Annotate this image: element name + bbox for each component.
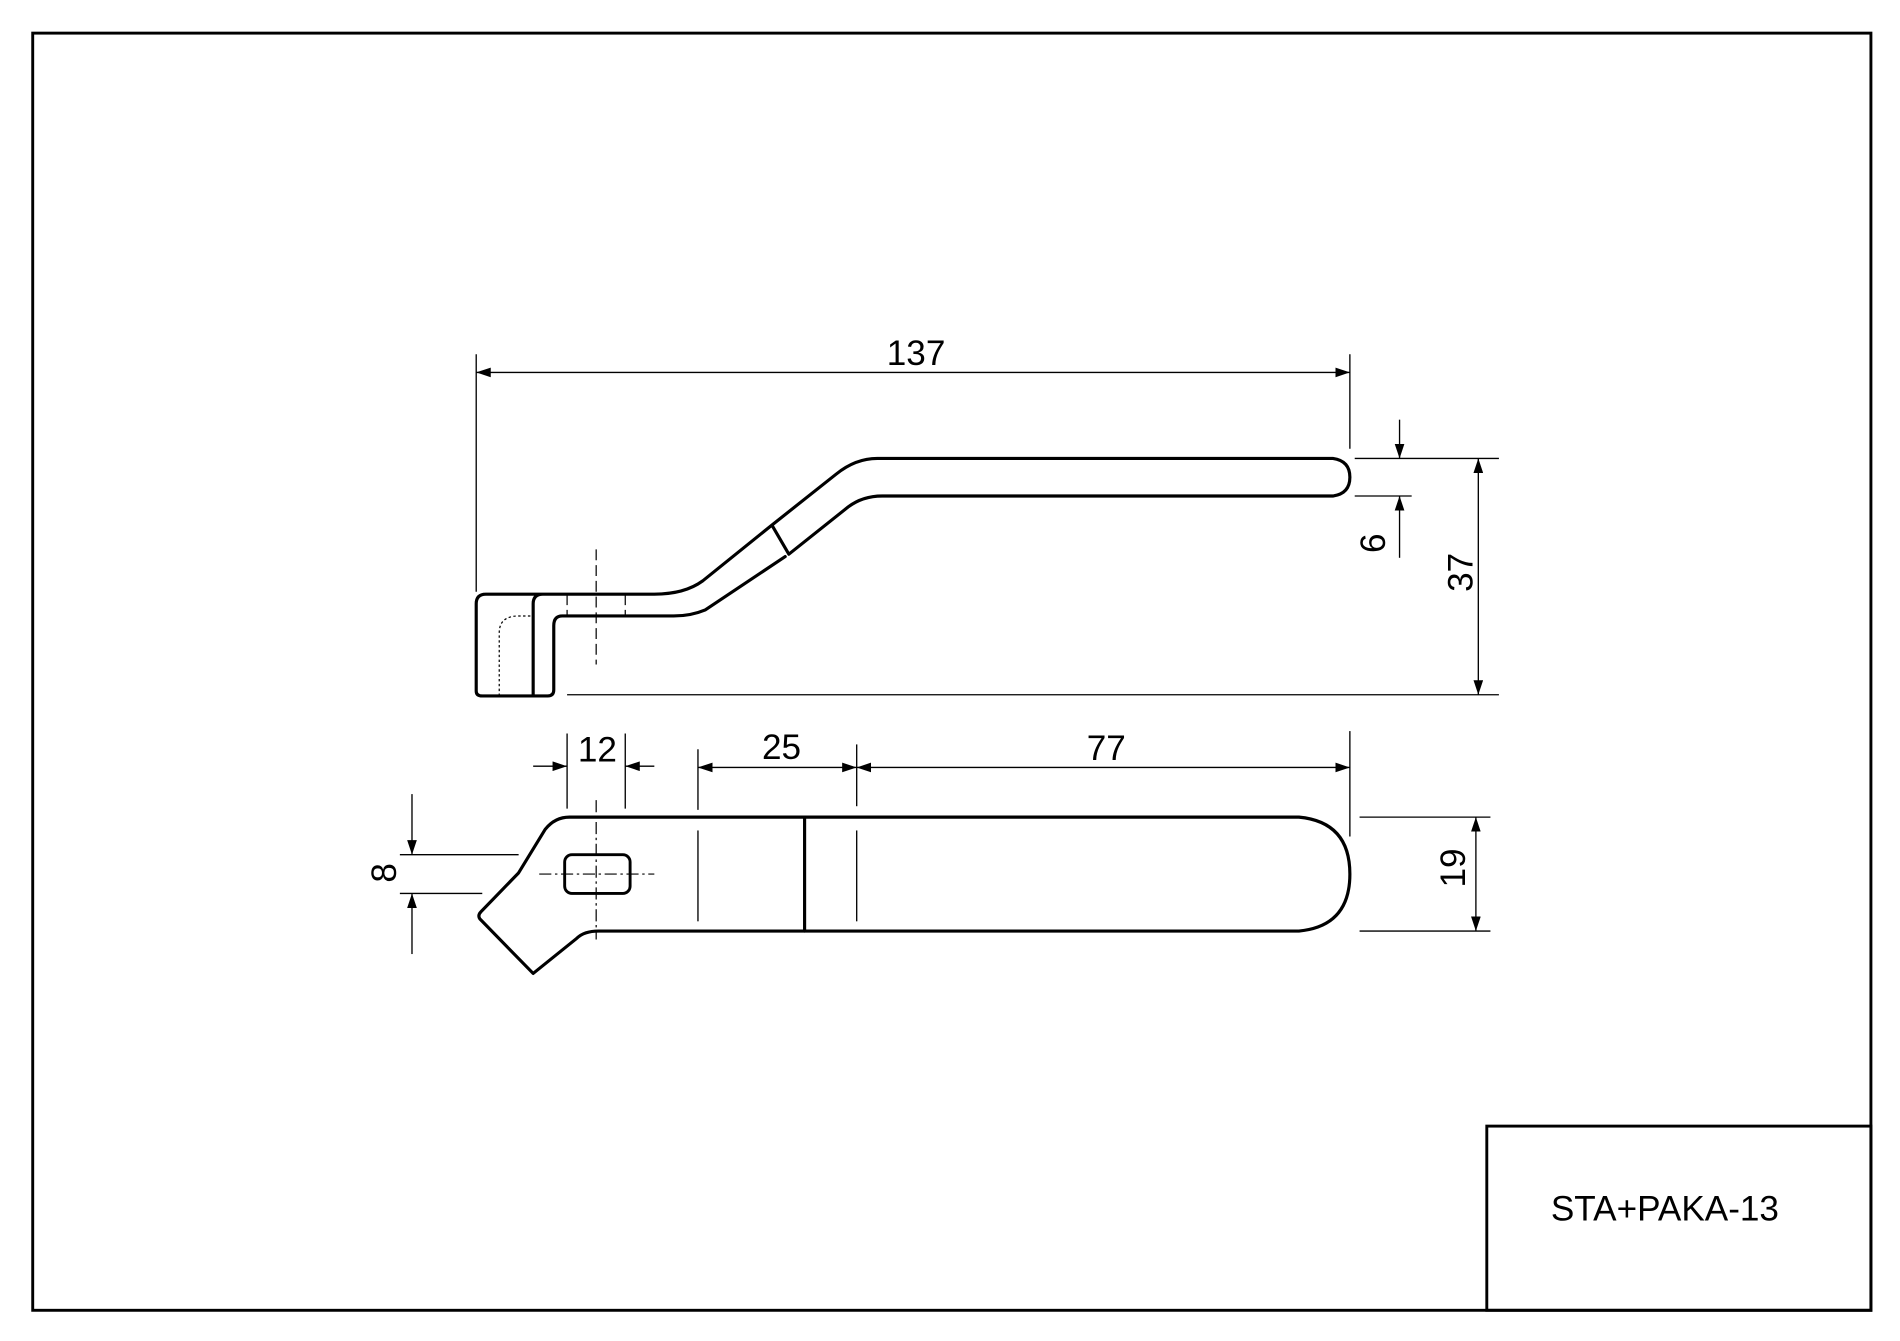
dimension-segment-b: 77 xyxy=(1087,729,1126,768)
part-number: STA+PAKA-13 xyxy=(1551,1190,1779,1229)
hidden-edges xyxy=(498,615,534,696)
dimension-slot-width: 8 xyxy=(365,863,404,883)
dimension-segment-a: 25 xyxy=(762,728,801,767)
slot xyxy=(563,853,632,895)
side-view: 137 6 37 xyxy=(474,334,1499,698)
drawing-border xyxy=(31,31,1873,1312)
dimension-slot-length: 12 xyxy=(578,730,617,769)
dimension-thickness: 6 xyxy=(1354,533,1393,553)
top-view-outline xyxy=(477,815,1352,976)
dimension-width: 19 xyxy=(1434,848,1473,887)
top-view: 12 25 77 8 19 xyxy=(365,728,1491,976)
dimension-overall-length: 137 xyxy=(887,334,946,373)
title-block: STA+PAKA-13 xyxy=(1485,1124,1873,1312)
side-view-outline xyxy=(474,456,1352,698)
dimension-overall-height: 37 xyxy=(1441,553,1480,592)
